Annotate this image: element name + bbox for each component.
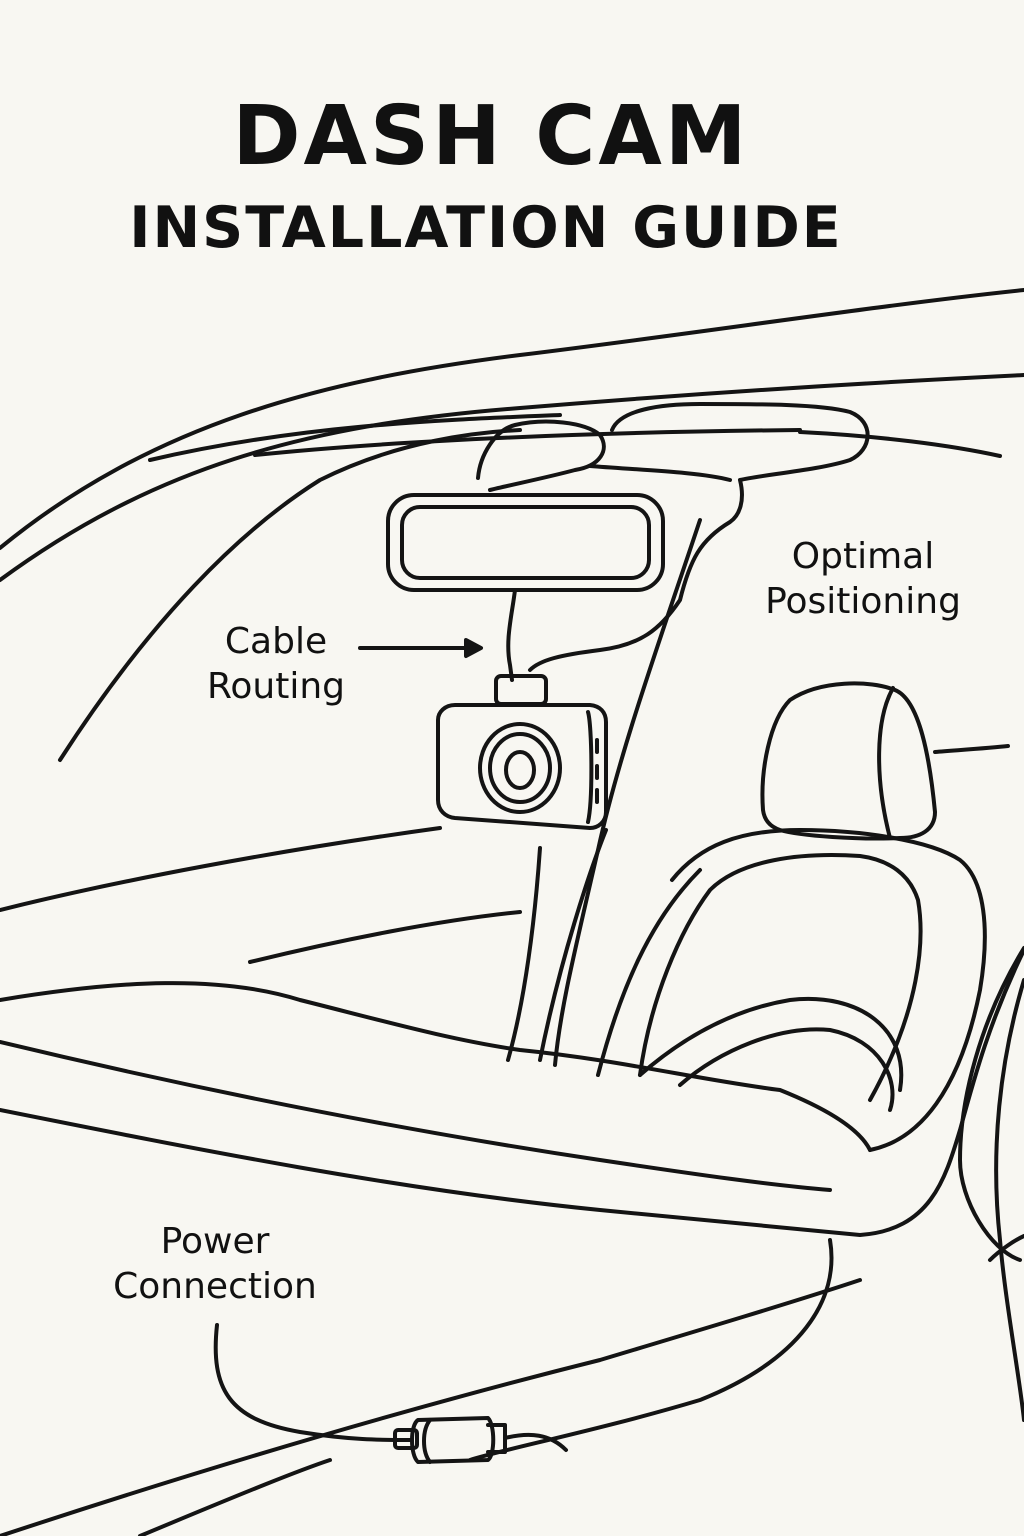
optimal-positioning-label-line-2: Positioning <box>765 581 961 622</box>
seat-side <box>596 868 702 1077</box>
a-pillar-left <box>506 846 542 1062</box>
power-connection-label: Power Connection <box>95 1219 335 1309</box>
headliner-edge <box>58 428 522 762</box>
seat-cushion-1 <box>638 996 904 1092</box>
dashboard-top <box>0 826 442 912</box>
rear-view-mirror-outer <box>386 493 665 592</box>
power-cable-tail <box>503 1432 568 1452</box>
headrest-seam <box>877 686 895 840</box>
dash-cam-body <box>436 703 608 830</box>
door-frame-right <box>958 946 1024 1262</box>
camera-lens-middle <box>488 732 552 804</box>
power-plug-tip <box>393 1428 419 1450</box>
center-console <box>468 1238 834 1462</box>
door-trim <box>988 1234 1024 1262</box>
title-line-1: DASH CAM <box>232 89 750 184</box>
roof-sweep <box>148 413 562 462</box>
floor-line-2 <box>138 1458 332 1536</box>
power-cable <box>213 1323 412 1442</box>
power-connection-label-line-2: Connection <box>113 1266 317 1307</box>
floor-line <box>0 1278 862 1536</box>
cable-routing-label: Cable Routing <box>195 619 357 709</box>
dash-cam-bezel <box>586 710 594 824</box>
roof-line-inner <box>0 373 1024 582</box>
rear-view-mirror-inner <box>400 505 651 580</box>
power-connection-label-line-1: Power <box>160 1221 270 1262</box>
headliner-right <box>798 430 1002 458</box>
camera-lens-outer <box>478 722 562 814</box>
a-pillar-edge <box>538 828 608 1062</box>
seat-back-outer <box>670 828 987 1152</box>
roof-line-outer <box>0 288 1024 550</box>
cable-routing-arrowhead <box>464 638 483 658</box>
routed-cable <box>528 402 870 672</box>
mirror-stem <box>506 588 517 682</box>
cable-routing-label-line-1: Cable <box>224 621 328 662</box>
cable-to-mirror <box>588 464 732 482</box>
title-line-2: INSTALLATION GUIDE <box>129 195 843 261</box>
optimal-positioning-label: Optimal Positioning <box>752 534 974 624</box>
a-pillar-right <box>553 518 702 1067</box>
headrest-post <box>933 744 1010 754</box>
door-panel <box>994 978 1024 1422</box>
camera-lens-inner <box>504 750 536 790</box>
camera-mount <box>494 674 548 706</box>
headrest <box>760 681 937 841</box>
seat-back-inner <box>638 853 923 1102</box>
dashboard-ridge <box>248 910 522 964</box>
headliner-top <box>253 428 802 457</box>
dashboard-curve <box>0 981 872 1152</box>
optimal-positioning-label-line-1: Optimal <box>791 536 935 577</box>
mirror-mount <box>476 419 606 492</box>
lower-body-2 <box>0 948 1024 1237</box>
lower-body-1 <box>0 1040 832 1192</box>
cable-routing-label-line-2: Routing <box>206 666 346 707</box>
seat-cushion-2 <box>678 1027 895 1112</box>
power-plug-collar <box>422 1418 432 1464</box>
